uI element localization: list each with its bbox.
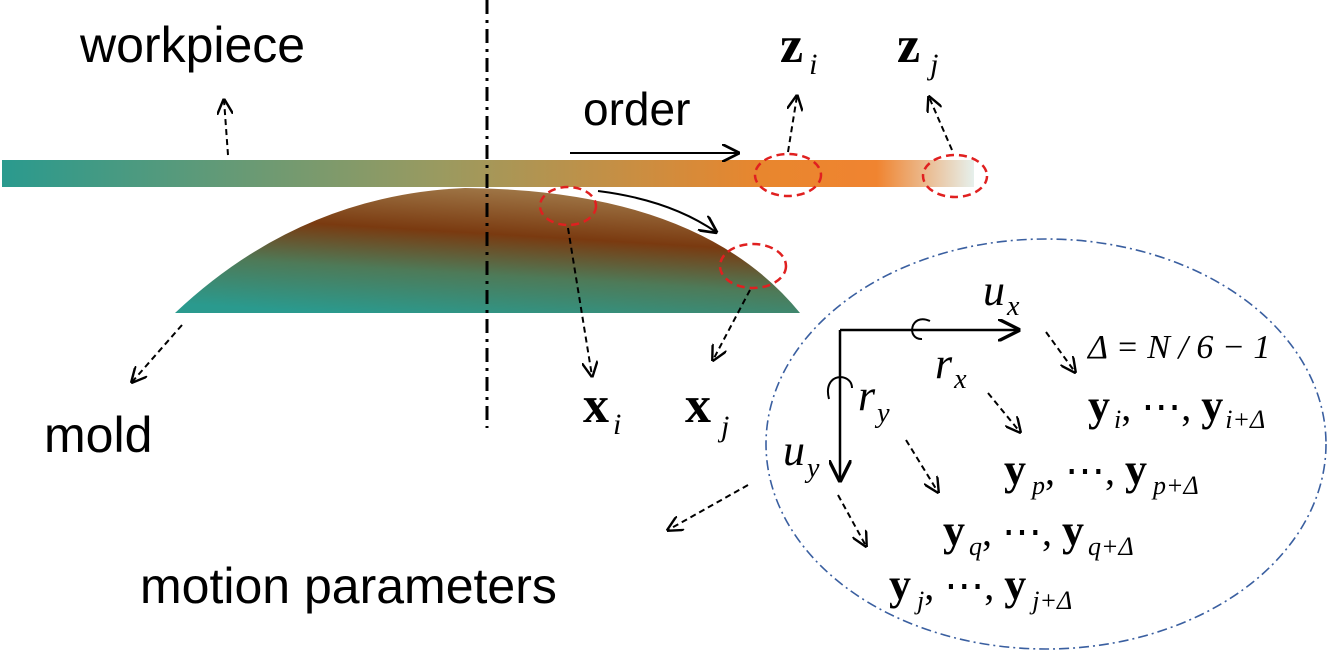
rotation-x-icon bbox=[911, 318, 931, 341]
motion-parameter-region bbox=[765, 238, 1327, 650]
symbol-r-x: rx bbox=[935, 339, 967, 395]
arrow-rx bbox=[987, 392, 1020, 432]
arrow-to-workpiece bbox=[224, 100, 228, 156]
arrow-to-xi bbox=[567, 227, 592, 376]
motion-parameters-label: motion parameters bbox=[140, 558, 557, 614]
highlight-xj bbox=[718, 242, 788, 290]
arrow-uy bbox=[837, 494, 866, 546]
highlight-circles bbox=[538, 152, 989, 290]
rotation-y-icon bbox=[826, 376, 853, 400]
symbol-r-y: ry bbox=[858, 371, 890, 429]
arrow-to-motion-params bbox=[668, 484, 749, 530]
order-label: order bbox=[583, 83, 690, 135]
arrow-ry bbox=[905, 439, 938, 492]
arrow-to-mold bbox=[132, 324, 183, 382]
mold-shape bbox=[175, 188, 800, 313]
highlight-zi bbox=[753, 152, 823, 198]
pointer-arrows bbox=[132, 96, 953, 530]
parameter-arrows bbox=[837, 331, 1075, 546]
arrow-to-xj bbox=[713, 289, 751, 360]
delta-equation: Δ = N / 6 − 1 bbox=[1086, 329, 1270, 366]
highlight-zj bbox=[921, 153, 989, 199]
mold-order-arrow bbox=[597, 190, 716, 232]
symbol-u-x: ux bbox=[983, 266, 1020, 322]
mold-label: mold bbox=[44, 407, 152, 463]
arrow-to-zi bbox=[788, 96, 797, 153]
workpiece-label: workpiece bbox=[79, 17, 305, 73]
symbol-u-y: uy bbox=[783, 426, 820, 484]
arrow-to-zj bbox=[929, 97, 953, 151]
highlight-xi bbox=[538, 185, 598, 227]
arrow-ux bbox=[1045, 331, 1075, 372]
coordinate-axes bbox=[826, 318, 1018, 480]
